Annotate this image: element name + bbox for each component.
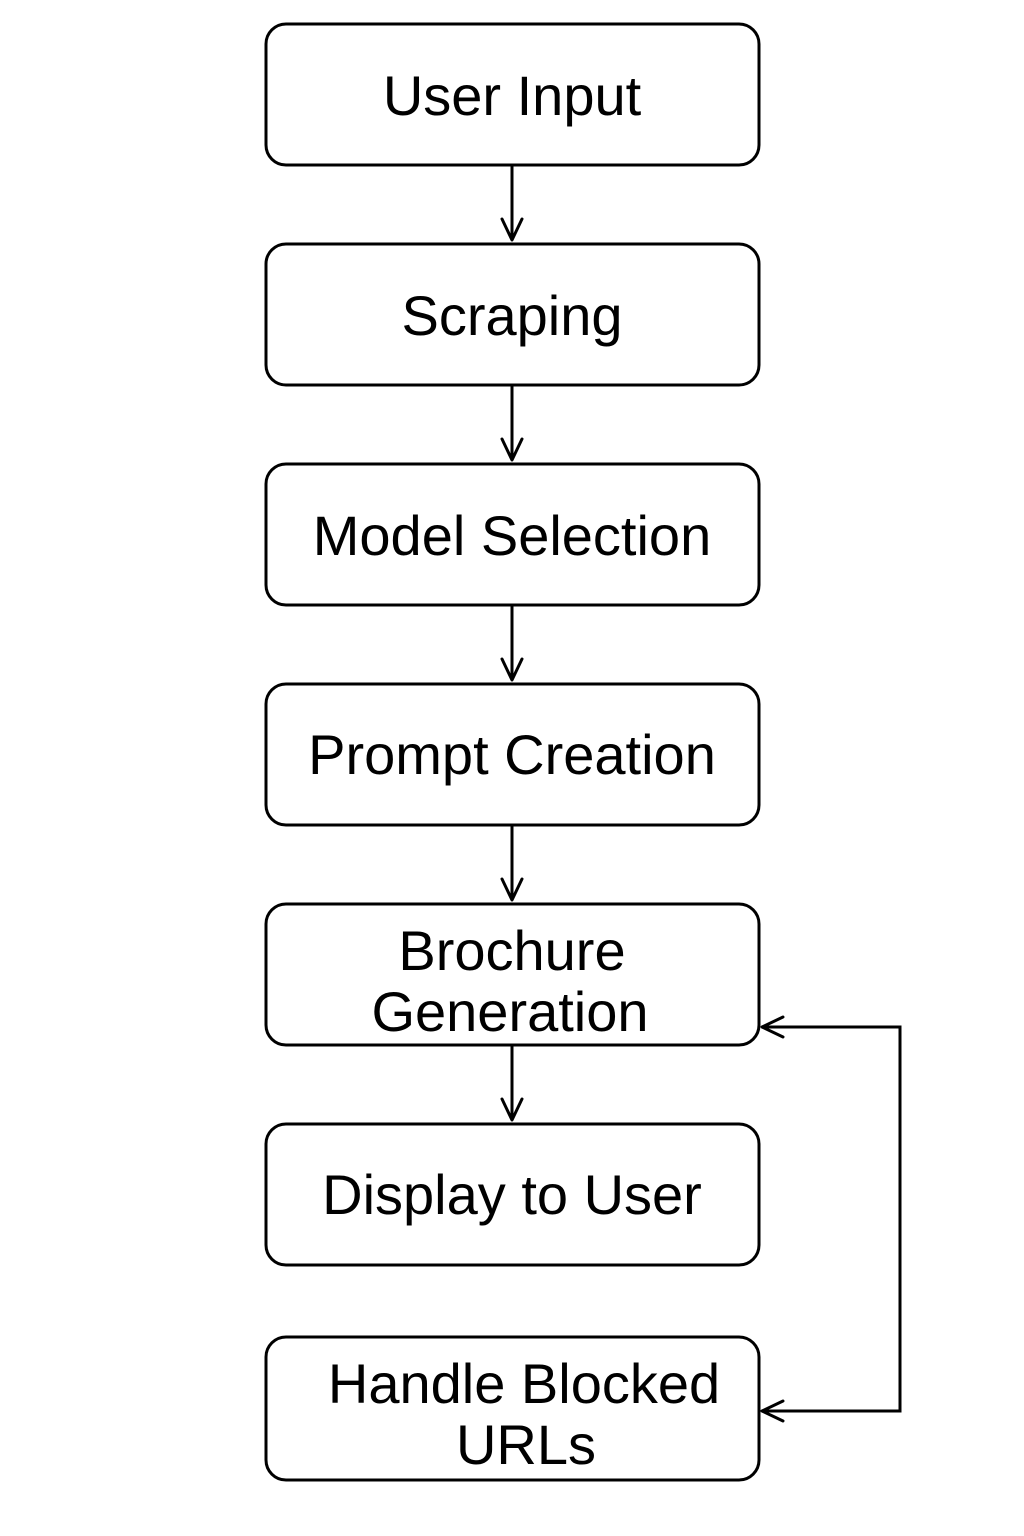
arrow-head-icon <box>500 1097 524 1122</box>
node-model-selection: Model Selection <box>264 462 761 607</box>
node-brochure-generation-label-line-1: Brochure <box>398 919 625 982</box>
edge-model-selection-to-prompt-creation <box>500 605 524 682</box>
arrow-head-icon <box>500 877 524 902</box>
node-display-to-user: Display to User <box>264 1122 761 1267</box>
node-scraping-label: Scraping <box>401 284 622 347</box>
node-handle-blocked-urls-box <box>264 1335 761 1482</box>
node-handle-blocked-urls-label-line-1: Handle Blocked <box>328 1352 720 1415</box>
node-model-selection-label: Model Selection <box>313 504 711 567</box>
node-display-to-user-box <box>264 1122 761 1267</box>
arrow-head-icon <box>500 437 524 462</box>
node-user-input-label: User Input <box>383 64 642 127</box>
node-brochure-generation-label-line-2: Generation <box>371 980 648 1043</box>
edge-handle-blocked-urls-loop <box>760 1015 902 1423</box>
edge-prompt-creation-to-brochure-generation <box>500 825 524 902</box>
edge-loop-line <box>762 1025 902 1413</box>
edge-user-input-to-scraping <box>500 165 524 242</box>
node-handle-blocked-urls: Handle Blocked URLs <box>264 1335 761 1482</box>
node-prompt-creation: Prompt Creation <box>264 682 761 827</box>
arrow-head-icon <box>760 1015 785 1039</box>
arrow-head-icon <box>500 217 524 242</box>
arrow-head-icon <box>760 1399 785 1423</box>
node-display-to-user-label: Display to User <box>322 1163 702 1226</box>
arrow-head-icon <box>500 657 524 682</box>
edge-brochure-generation-to-display-to-user <box>500 1045 524 1122</box>
node-user-input: User Input <box>264 22 761 167</box>
node-scraping: Scraping <box>264 242 761 387</box>
edge-scraping-to-model-selection <box>500 385 524 462</box>
node-brochure-generation: Brochure Generation <box>264 902 761 1047</box>
node-prompt-creation-label: Prompt Creation <box>308 723 716 786</box>
node-handle-blocked-urls-label-line-2: URLs <box>456 1413 596 1476</box>
